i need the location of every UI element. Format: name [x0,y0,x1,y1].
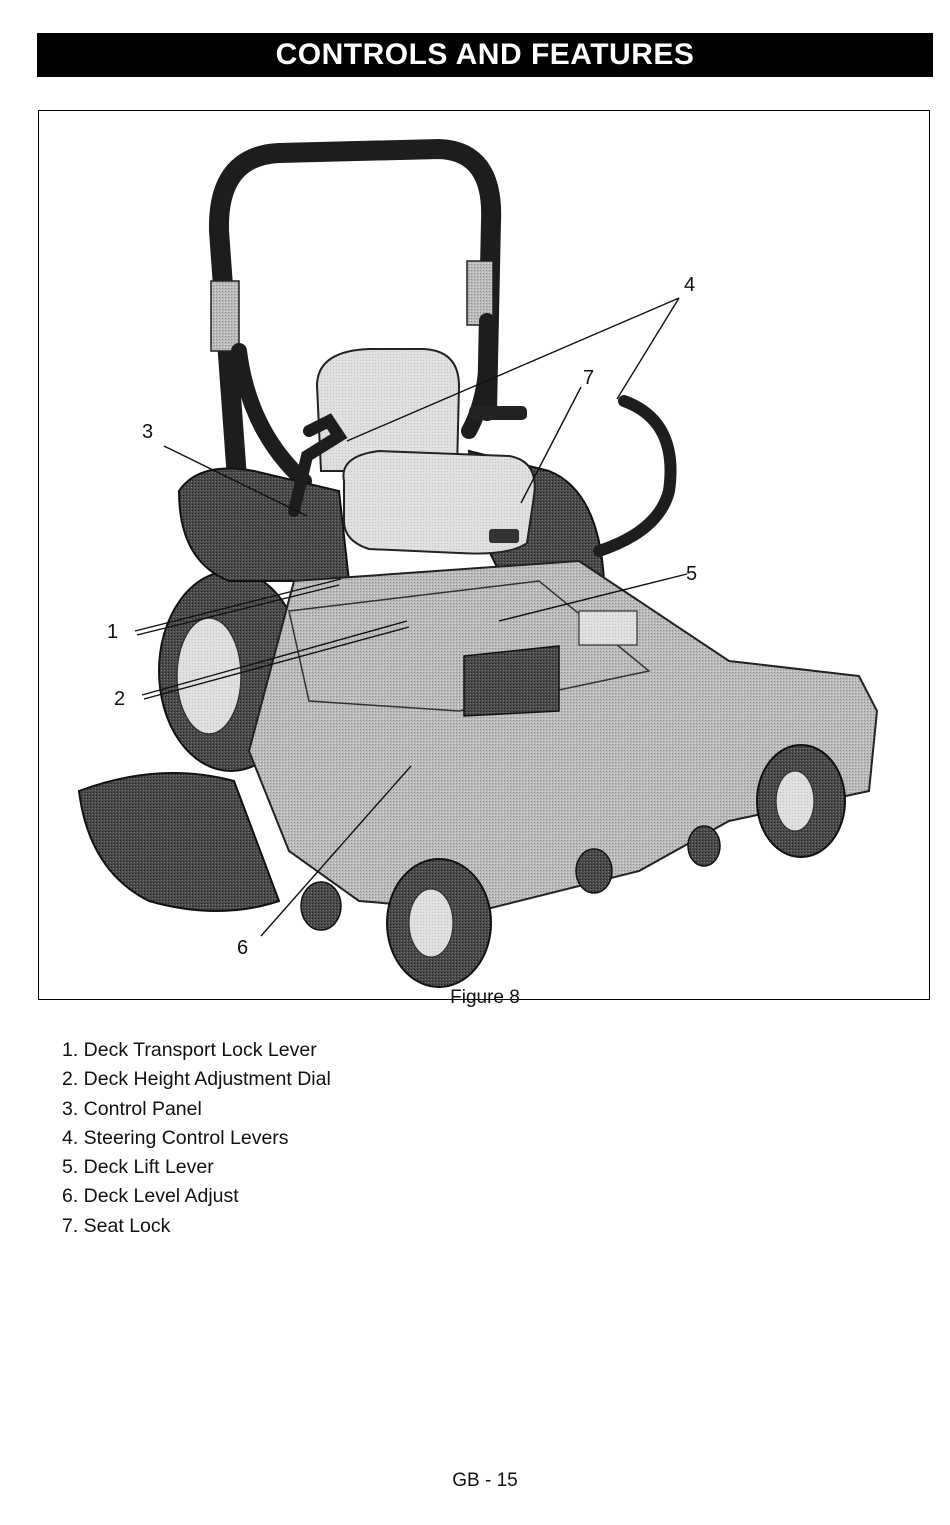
callout-7: 7 [583,367,594,389]
callout-6: 6 [237,937,248,959]
list-item: 6. Deck Level Adjust [62,1182,331,1211]
page-number: GB - 15 [0,1470,950,1492]
seat [317,349,535,554]
callout-2: 2 [114,688,125,710]
callout-1: 1 [107,621,118,643]
callout-3: 3 [142,421,153,443]
figure-frame: 1 2 3 4 5 6 7 Figure 8 [38,110,930,1000]
section-title: CONTROLS AND FEATURES [276,38,695,72]
list-item: 4. Steering Control Levers [62,1124,331,1153]
parts-list: 1. Deck Transport Lock Lever 2. Deck Hei… [62,1036,331,1241]
figure-caption: Figure 8 [39,987,931,1009]
list-item: 7. Seat Lock [62,1212,331,1241]
list-item: 1. Deck Transport Lock Lever [62,1036,331,1065]
mower-illustration: 1 2 3 4 5 6 7 [39,111,931,1001]
section-header-bar: CONTROLS AND FEATURES [37,33,933,77]
callout-4: 4 [684,274,695,296]
callout-5: 5 [686,563,697,585]
list-item: 3. Control Panel [62,1095,331,1124]
list-item: 2. Deck Height Adjustment Dial [62,1065,331,1094]
list-item: 5. Deck Lift Lever [62,1153,331,1182]
